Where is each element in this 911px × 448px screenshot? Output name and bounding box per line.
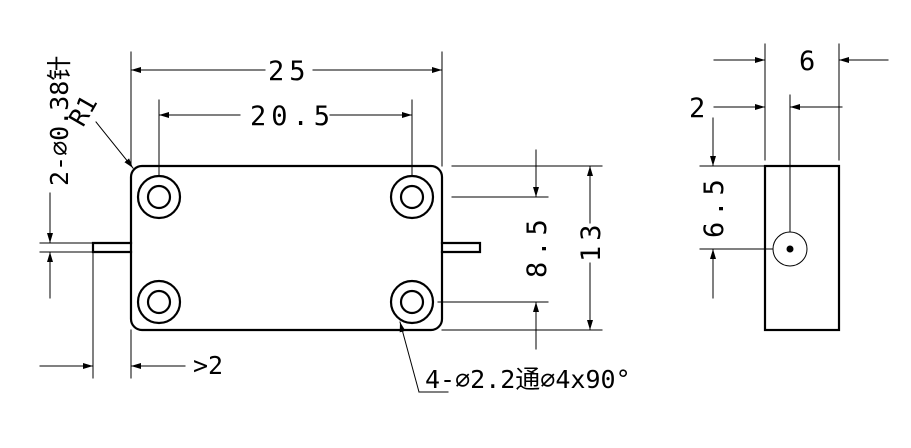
side-view: 6 2 6.5 xyxy=(689,43,889,332)
pin-protrusion-label: >2 xyxy=(193,351,223,380)
front-view: 25 20.5 8.5 13 2-∅0.38针 >2 R1 4-∅2.2通∅4x… xyxy=(39,51,631,394)
side-dim-width-6: 6 xyxy=(799,46,820,77)
side-dim-pin-offset-x: 2 xyxy=(689,93,710,124)
pin-spec-label: 2-∅0.38针 xyxy=(45,56,74,186)
dim-hole-spacing-x: 20.5 xyxy=(250,101,335,132)
dim-height-13: 13 xyxy=(576,219,607,262)
body-outline xyxy=(129,164,444,332)
dim-hole-spacing-y: 8.5 xyxy=(522,214,553,278)
side-dim-pin-offset-y: 6.5 xyxy=(699,174,730,238)
right-pin xyxy=(440,241,482,254)
mounting-hole-top-left xyxy=(136,174,182,220)
mounting-hole-bottom-right xyxy=(389,279,435,325)
mounting-hole-bottom-left xyxy=(136,279,182,325)
hole-callout-label: 4-∅2.2通∅4x90° xyxy=(425,365,631,394)
mounting-hole-top-right xyxy=(389,174,435,220)
dim-width-25: 25 xyxy=(268,56,311,87)
side-body-outline xyxy=(763,164,841,332)
side-pin-center xyxy=(786,245,794,253)
left-pin xyxy=(91,241,133,254)
